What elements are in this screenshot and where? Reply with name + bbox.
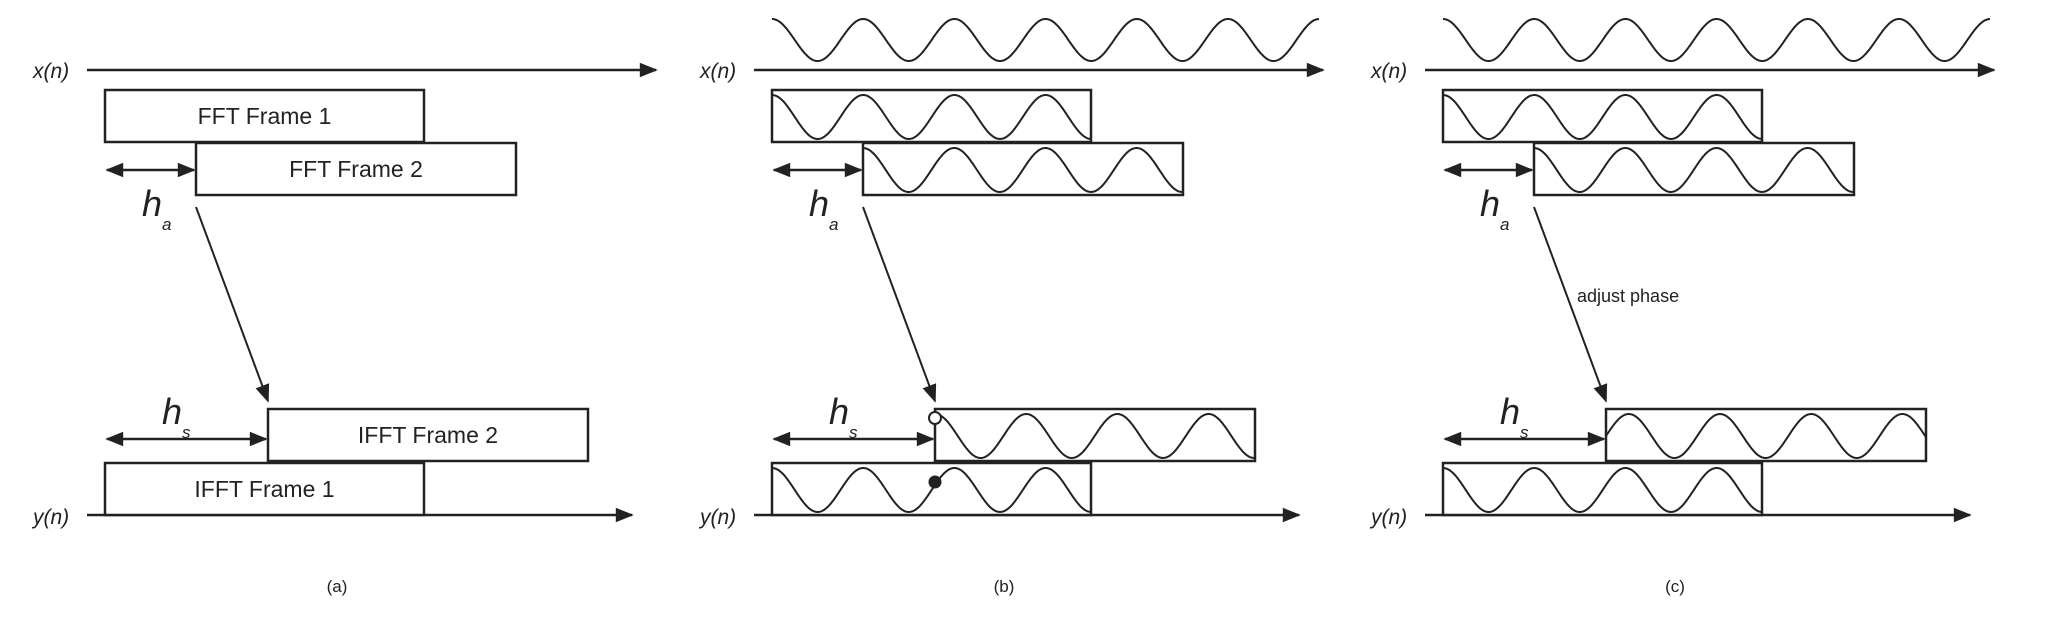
analysis-frame-2-label: FFT Frame 2 — [289, 156, 423, 182]
output-signal-label: y(n) — [31, 506, 69, 529]
frame-mapping-arrow — [862, 206, 937, 403]
phase-discontinuity-open-marker — [928, 411, 942, 425]
analysis-hop-label: ha — [809, 183, 839, 234]
panel-b: x(n) y(n) ha hs (b) — [698, 18, 1325, 596]
synthesis-frame-1-label: IFFT Frame 1 — [194, 476, 334, 502]
synthesis-frame-2-label: IFFT Frame 2 — [358, 422, 498, 448]
synthesis-frame-1-waveform — [1442, 467, 1763, 514]
analysis-frame-1 — [103, 88, 426, 144]
input-signal-label: x(n) — [1370, 60, 1407, 83]
output-signal-label: y(n) — [1369, 506, 1407, 529]
input-signal-label: x(n) — [32, 60, 69, 83]
panel-caption: (a) — [327, 577, 348, 596]
frame-mapping-arrow — [1533, 206, 1608, 403]
analysis-hop-label: ha — [142, 183, 172, 234]
synthesis-hop-label: hs — [1500, 391, 1529, 442]
analysis-frame-2-waveform — [862, 147, 1183, 194]
synthesis-frame-2-waveform — [934, 413, 1255, 460]
panel-a: x(n) y(n) FFT Frame 1 FFT Frame 2 IFFT Frame… — [31, 60, 658, 596]
analysis-frame-1-label: FFT Frame 1 — [198, 103, 332, 129]
synthesis-frame-2-waveform — [1605, 412, 1927, 459]
input-sinusoid — [1443, 18, 1991, 62]
analysis-hop-label: ha — [1480, 183, 1510, 234]
synthesis-frame-1 — [103, 461, 426, 517]
output-signal-label: y(n) — [698, 506, 736, 529]
adjust-phase-annotation: adjust phase — [1577, 286, 1679, 306]
analysis-frame-1-waveform — [1442, 94, 1763, 141]
synthesis-hop-label: hs — [162, 391, 191, 442]
input-sinusoid — [772, 18, 1320, 62]
synthesis-frame-2 — [266, 407, 590, 463]
input-signal-label: x(n) — [699, 60, 736, 83]
analysis-frame-2 — [194, 141, 518, 197]
synthesis-frame-1-waveform — [771, 467, 1092, 514]
synthesis-frame-2 — [1604, 407, 1928, 463]
phase-discontinuity-filled-marker — [928, 475, 942, 489]
panel-c: x(n) y(n) ha hs adjust phase (c) — [1369, 18, 1996, 596]
panel-caption: (b) — [994, 577, 1015, 596]
synthesis-hop-label: hs — [829, 391, 858, 442]
analysis-frame-1-waveform — [771, 94, 1092, 141]
frame-mapping-arrow — [195, 206, 270, 403]
panel-caption: (c) — [1665, 577, 1685, 596]
analysis-frame-2-waveform — [1533, 147, 1854, 194]
